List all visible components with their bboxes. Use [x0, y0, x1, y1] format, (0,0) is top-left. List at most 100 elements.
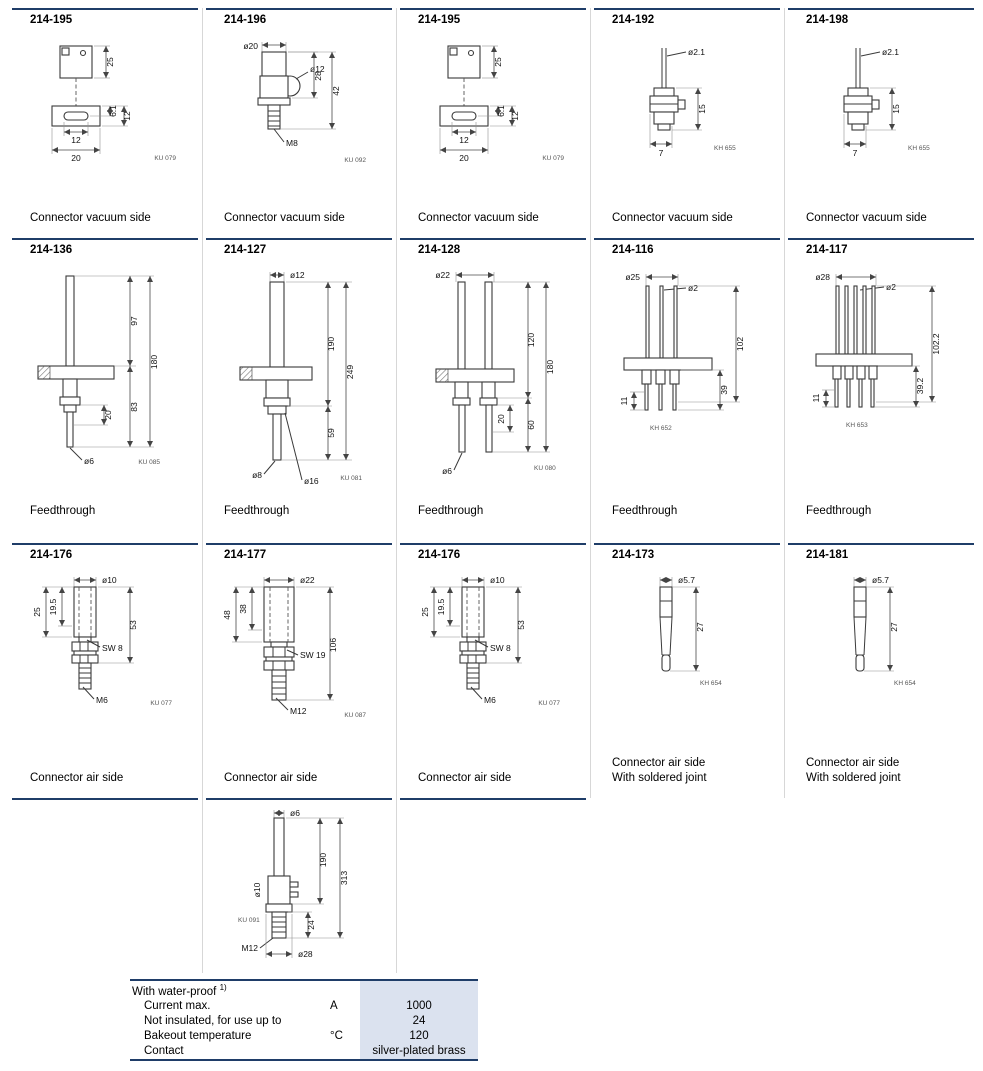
svg-text:ø20: ø20 [243, 41, 258, 51]
svg-text:ø10: ø10 [490, 575, 505, 585]
svg-text:11: 11 [619, 396, 629, 405]
svg-text:M12: M12 [290, 706, 307, 716]
spec-value: 120 [360, 1028, 478, 1044]
svg-text:20: 20 [71, 153, 81, 163]
svg-text:102: 102 [735, 337, 745, 351]
svg-text:M12: M12 [241, 943, 258, 953]
svg-text:11: 11 [811, 393, 821, 402]
caption-line-1: Connector vacuum side [612, 212, 733, 225]
caption: Feedthrough [806, 504, 974, 519]
svg-text:M6: M6 [484, 695, 496, 705]
svg-text:38: 38 [238, 604, 248, 614]
spec-title-row: With water-proof 1) [130, 980, 478, 999]
svg-text:6.1: 6.1 [496, 105, 506, 117]
svg-text:KH 653: KH 653 [846, 422, 868, 429]
svg-text:ø5.7: ø5.7 [872, 575, 889, 585]
caption-line-1: Connector air side [418, 772, 512, 785]
svg-text:ø12: ø12 [290, 270, 305, 280]
svg-text:SW 8: SW 8 [102, 643, 123, 653]
spec-row: Current max. A 1000 [130, 998, 478, 1014]
caption-line-2: With soldered joint [806, 772, 901, 785]
svg-text:120: 120 [526, 333, 536, 347]
technical-drawing: ø5.7 27 KH 654 [796, 567, 966, 722]
svg-text:ø2.1: ø2.1 [688, 47, 705, 57]
caption-line-1: Connector vacuum side [224, 212, 345, 225]
spec-value: silver-plated brass [360, 1043, 478, 1060]
caption: Feedthrough [30, 504, 198, 519]
svg-text:39.2: 39.2 [915, 377, 925, 394]
spec-label: Contact [144, 1045, 184, 1058]
caption: Connector vacuum side [418, 211, 586, 226]
svg-text:7: 7 [659, 148, 664, 158]
caption: Feedthrough [418, 504, 586, 519]
svg-text:KU 079: KU 079 [542, 155, 564, 162]
svg-text:15: 15 [697, 104, 707, 114]
spec-value: 1000 [360, 998, 478, 1014]
svg-text:97: 97 [129, 316, 139, 326]
svg-text:ø6: ø6 [442, 466, 452, 476]
column-separator [396, 8, 397, 973]
svg-text:ø25: ø25 [625, 272, 640, 282]
spec-title: With water-proof 1) [132, 982, 227, 998]
svg-text:28: 28 [313, 71, 323, 81]
spec-table: With water-proof 1) Current max. A 1000 … [130, 979, 478, 1061]
svg-text:KH 655: KH 655 [908, 145, 930, 152]
spec-unit: °C [330, 1030, 343, 1043]
svg-text:190: 190 [318, 853, 328, 867]
caption-line-1: Feedthrough [806, 505, 872, 518]
part-number: 214-127 [224, 244, 267, 256]
caption-line-2: With soldered joint [612, 772, 707, 785]
svg-text:ø28: ø28 [298, 949, 313, 959]
caption: Feedthrough [612, 504, 780, 519]
caption-line-1: Connector air side [224, 772, 318, 785]
caption-line-1: Connector vacuum side [806, 212, 927, 225]
caption-line-1: Connector air side [30, 772, 124, 785]
svg-text:27: 27 [889, 622, 899, 632]
caption-line-1: Feedthrough [418, 505, 484, 518]
svg-text:42: 42 [331, 86, 341, 96]
svg-text:ø22: ø22 [300, 575, 315, 585]
column-separator [590, 8, 591, 798]
svg-text:20: 20 [459, 153, 469, 163]
svg-text:12: 12 [122, 111, 132, 121]
spec-unit [326, 1044, 360, 1060]
spec-unit: A [330, 1000, 338, 1013]
svg-text:59: 59 [326, 428, 336, 438]
svg-text:KH 654: KH 654 [894, 680, 916, 687]
caption: Connector air side [224, 771, 392, 786]
spec-row: Not insulated, for use up to 24 [130, 1013, 478, 1029]
caption: Connector air side [418, 771, 586, 786]
svg-text:24: 24 [306, 920, 316, 930]
svg-text:83: 83 [129, 402, 139, 412]
svg-text:25: 25 [32, 607, 42, 617]
svg-text:53: 53 [128, 620, 138, 630]
svg-text:KU 092: KU 092 [344, 157, 366, 164]
svg-text:25: 25 [105, 57, 115, 67]
caption: Feedthrough [224, 504, 392, 519]
svg-text:ø2: ø2 [688, 283, 698, 293]
svg-text:180: 180 [545, 360, 555, 374]
part-number: 214-128 [418, 244, 461, 256]
